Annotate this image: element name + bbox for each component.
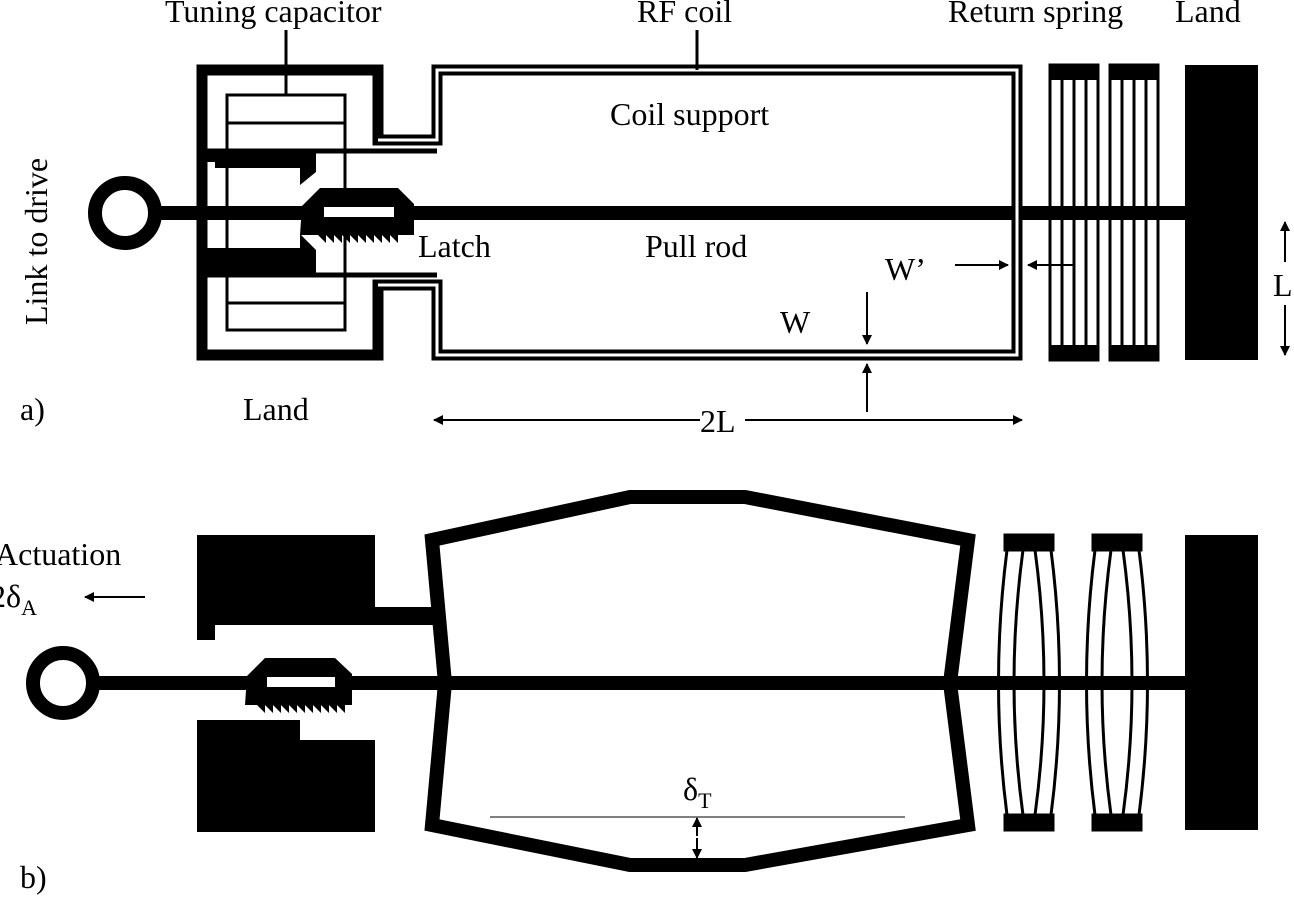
panel-b: Actuation 2δA δT b)	[0, 490, 1258, 895]
label-coil-support: Coil support	[610, 96, 769, 132]
land-block-b	[1185, 535, 1258, 830]
label-link-to-drive: Link to drive	[18, 158, 54, 325]
label-pull-rod: Pull rod	[645, 228, 747, 264]
label-l: L	[1273, 267, 1293, 303]
label-delta-t: δT	[683, 771, 712, 813]
label-rf-coil: RF coil	[637, 0, 732, 29]
link-ring-a	[88, 176, 162, 250]
return-spring-b	[997, 533, 1149, 832]
coil-double-line-a	[378, 68, 1019, 357]
label-panel-b: b)	[20, 859, 47, 895]
latch-hook-upper-a	[202, 151, 316, 185]
label-land-left: Land	[243, 391, 309, 427]
latch-hook-lower-a	[202, 234, 316, 275]
label-land-top-right: Land	[1175, 0, 1241, 29]
label-panel-a: a)	[20, 391, 45, 427]
label-tuning-capacitor: Tuning capacitor	[165, 0, 382, 29]
link-ring-b	[26, 646, 100, 720]
label-actuation: Actuation	[0, 536, 121, 572]
label-w: W	[780, 304, 811, 340]
land-upper-b	[197, 535, 437, 640]
label-w-prime: W’	[885, 251, 926, 287]
label-latch: Latch	[418, 228, 491, 264]
label-2l: 2L	[700, 403, 736, 439]
land-block-a	[1185, 65, 1258, 360]
return-spring-a	[1048, 63, 1160, 362]
panel-a: Tuning capacitor RF coil Return spring L…	[18, 0, 1293, 439]
label-2delta-a: 2δA	[0, 578, 37, 620]
latch-b	[245, 658, 352, 713]
latch-a	[300, 188, 414, 243]
label-return-spring: Return spring	[948, 0, 1123, 29]
